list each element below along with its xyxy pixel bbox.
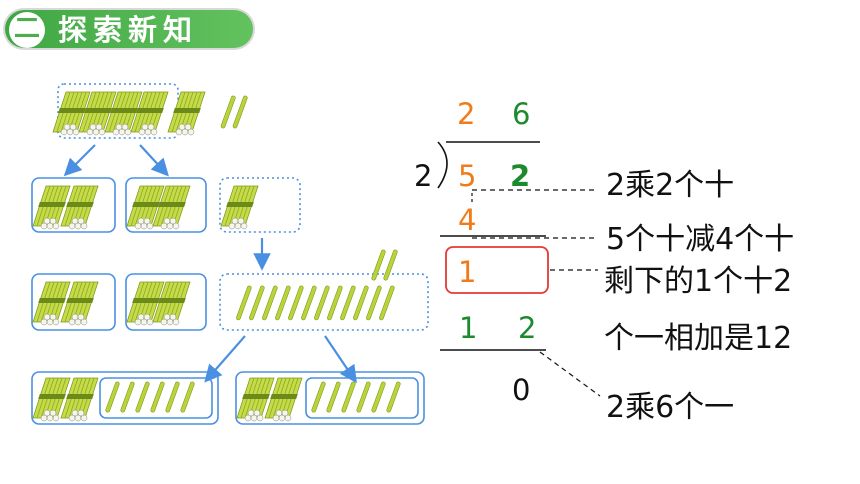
single-stick (105, 381, 120, 413)
single-stick (326, 381, 341, 413)
dividend-tens: 5 (458, 159, 477, 193)
single-stick (275, 285, 291, 321)
single-stick (262, 285, 278, 321)
single-stick (327, 285, 343, 321)
final-remainder: 0 (512, 373, 531, 407)
single-stick (356, 381, 371, 413)
single-stick (165, 381, 180, 413)
product-tens: 4 (458, 203, 477, 237)
note-line4: 个一相加是12 (604, 321, 793, 356)
single-stick (150, 381, 165, 413)
section-number: 二 (9, 12, 45, 48)
divisor: 2 (414, 159, 433, 193)
highlight-box (445, 246, 549, 294)
note-line1: 2乘2个十 (606, 168, 735, 203)
remainder-tens: 1 (458, 255, 477, 289)
single-stick (120, 381, 135, 413)
single-stick (301, 285, 317, 321)
note-line3: 剩下的1个十2 (604, 264, 793, 299)
section-header-banner (3, 8, 255, 50)
single-stick (340, 285, 356, 321)
quotient-tens: 2 (457, 97, 476, 131)
single-stick (379, 285, 395, 321)
single-stick (366, 285, 382, 321)
single-stick (311, 381, 326, 413)
single-stick (371, 249, 386, 281)
single-stick (288, 285, 304, 321)
section-title: 探索新知 (58, 13, 199, 47)
single-stick (386, 381, 401, 413)
note-line5: 2乘6个一 (606, 390, 735, 425)
single-stick (314, 285, 330, 321)
sticks-illustration (31, 83, 429, 425)
single-stick (371, 381, 386, 413)
single-stick (341, 381, 356, 413)
dividend-ones: 2 (510, 159, 531, 193)
row2-tens: 1 (459, 311, 478, 345)
total-dotted-box (57, 83, 179, 139)
single-stick (249, 285, 265, 321)
quotient-ones: 6 (512, 97, 531, 131)
single-stick (383, 249, 398, 281)
single-stick (353, 285, 369, 321)
note-line2: 5个十减4个十 (606, 222, 795, 257)
single-stick (180, 381, 195, 413)
row2-ones: 2 (518, 311, 537, 345)
single-stick (135, 381, 150, 413)
single-stick (236, 285, 252, 321)
